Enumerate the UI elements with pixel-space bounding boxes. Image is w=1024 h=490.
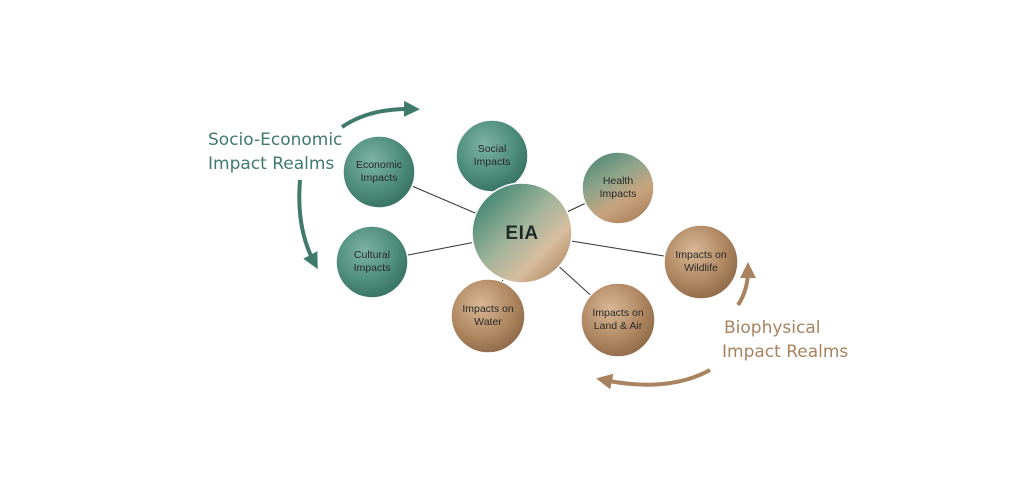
bio-arrow-bottom — [596, 368, 711, 390]
eia-center-node — [471, 182, 573, 284]
wildlife-impacts-node — [663, 224, 739, 300]
landair-impacts-node — [580, 282, 656, 358]
bio-realm-line2: Impact Realms — [722, 342, 849, 362]
socio-arrow-top — [340, 100, 420, 129]
socio-arrow-left — [297, 179, 318, 270]
cultural-impacts-node — [335, 225, 409, 299]
socio-realm-line1: Socio-Economic — [208, 130, 343, 150]
biophysical-realm-title: Biophysical Impact Realms — [722, 316, 848, 364]
social-impacts-node — [455, 119, 529, 193]
bio-realm-line1: Biophysical — [724, 318, 821, 338]
socio-realm-line2: Impact Realms — [208, 154, 335, 174]
bio-arrow-right — [736, 262, 756, 307]
socio-economic-realm-title: Socio-Economic Impact Realms — [208, 128, 342, 176]
health-impacts-node — [581, 151, 655, 225]
economic-impacts-node — [342, 135, 416, 209]
water-impacts-node — [450, 278, 526, 354]
